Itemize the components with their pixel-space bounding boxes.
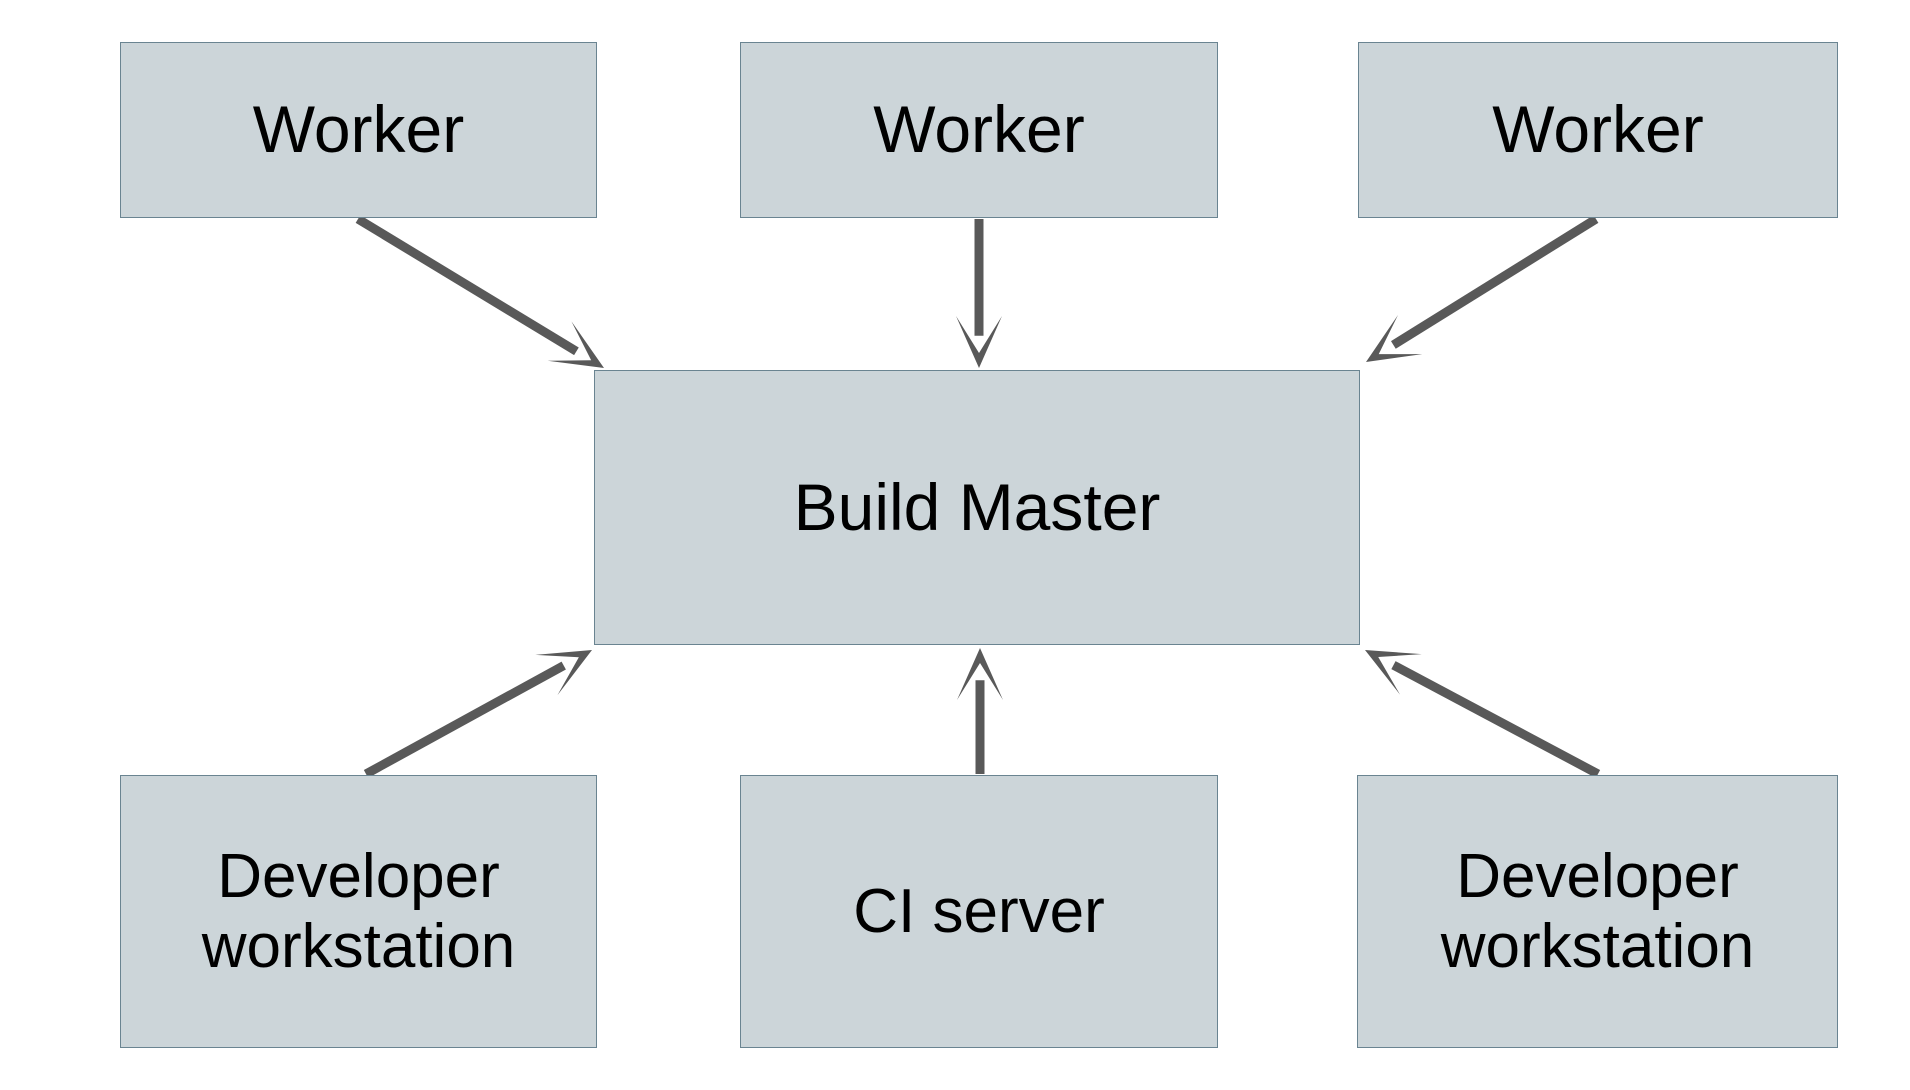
arrow-head bbox=[957, 648, 1003, 700]
node-label-worker-right: Worker bbox=[1492, 92, 1704, 167]
arrow-head bbox=[956, 316, 1002, 368]
arrow-shaft bbox=[363, 661, 566, 778]
node-label-worker-left: Worker bbox=[252, 92, 465, 167]
arrow-head bbox=[1365, 650, 1422, 695]
arrow-shaft bbox=[1391, 661, 1601, 778]
arrow-developer-workstation-left-to-build-master bbox=[363, 650, 592, 778]
arrow-head bbox=[547, 321, 604, 368]
node-build-master[interactable]: Build Master bbox=[594, 370, 1360, 645]
node-label-developer-workstation-right: Developer workstation bbox=[1440, 842, 1755, 981]
node-label-developer-workstation-left: Developer workstation bbox=[201, 842, 516, 981]
arrow-worker-left-to-build-master bbox=[355, 215, 604, 368]
arrow-worker-right-to-build-master bbox=[1366, 215, 1599, 362]
arrow-developer-workstation-right-to-build-master bbox=[1365, 650, 1601, 778]
arrow-head bbox=[535, 650, 592, 696]
node-ci-server[interactable]: CI server bbox=[740, 775, 1218, 1048]
node-worker-center[interactable]: Worker bbox=[740, 42, 1218, 218]
arrow-shaft bbox=[355, 215, 579, 356]
node-developer-workstation-left[interactable]: Developer workstation bbox=[120, 775, 597, 1048]
arrow-head bbox=[1366, 315, 1423, 362]
arrow-ci-server-to-build-master bbox=[957, 648, 1003, 774]
node-developer-workstation-right[interactable]: Developer workstation bbox=[1357, 775, 1838, 1048]
node-label-worker-center: Worker bbox=[873, 92, 1085, 167]
node-worker-left[interactable]: Worker bbox=[120, 42, 597, 218]
node-label-build-master: Build Master bbox=[793, 469, 1161, 544]
node-label-ci-server: CI server bbox=[853, 876, 1105, 946]
node-worker-right[interactable]: Worker bbox=[1358, 42, 1838, 218]
arrow-worker-center-to-build-master bbox=[956, 219, 1002, 368]
arrow-shaft bbox=[1391, 215, 1599, 349]
